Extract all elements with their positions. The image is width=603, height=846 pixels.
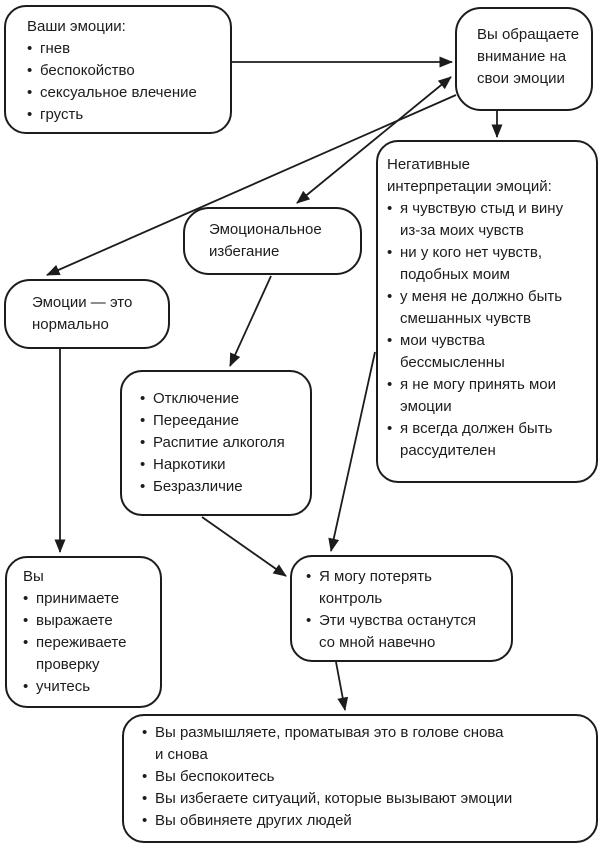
box-consequences-list: Вы размышляете, проматывая это в голове … xyxy=(142,722,588,832)
list-item: сексуальное влечение xyxy=(27,82,220,104)
list-item: Безразличие xyxy=(140,476,302,498)
list-item: Вы размышляете, проматывая это в голове … xyxy=(142,722,588,766)
list-item: принимаете xyxy=(23,588,152,610)
list-item: Вы беспокоитесь xyxy=(142,766,588,788)
list-item: Переедание xyxy=(140,410,302,432)
arrow-negative-to-loss xyxy=(328,351,376,552)
list-item: я не могу принять мои эмоции xyxy=(387,374,588,418)
box-avoidance-behaviors: ОтключениеПерееданиеРаспитие алкоголяНар… xyxy=(120,370,312,516)
list-item: переживаете проверку xyxy=(23,632,152,676)
box-attention-to-emotions: Вы обращаете внимание на свои эмоции xyxy=(455,7,593,111)
box-avoidance-behaviors-list: ОтключениеПерееданиеРаспитие алкоголяНар… xyxy=(140,388,302,498)
list-item: ни у кого нет чувств, подобных моим xyxy=(387,242,588,286)
box-attention-text: Вы обращаете внимание на свои эмоции xyxy=(477,26,580,87)
box-your-emotions-list: гневбеспокойствосексуальное влечениегрус… xyxy=(27,38,220,126)
list-item: выражаете xyxy=(23,610,152,632)
list-item: мои чувства бессмысленны xyxy=(387,330,588,374)
list-item: у меня не должно быть смешанных чувств xyxy=(387,286,588,330)
list-item: Отключение xyxy=(140,388,302,410)
list-item: беспокойство xyxy=(27,60,220,82)
list-item: Вы избегаете ситуаций, которые вызывают … xyxy=(142,788,588,810)
list-item: Я могу потерять контроль xyxy=(306,566,503,610)
box-emotions-are-normal-text: Эмоции — это нормально xyxy=(32,294,133,333)
box-emotions-are-normal: Эмоции — это нормально xyxy=(4,279,170,349)
list-item: я всегда должен быть рассудителен xyxy=(387,418,588,462)
box-consequences: Вы размышляете, проматывая это в голове … xyxy=(122,714,598,843)
list-item: Эти чувства останутся со мной навечно xyxy=(306,610,503,654)
list-item: учитесь xyxy=(23,676,152,698)
list-item: Распитие алкоголя xyxy=(140,432,302,454)
box-emotional-avoidance: Эмоциональное избегание xyxy=(183,207,362,275)
box-negative-interpretations: Негативные интерпретации эмоций: я чувст… xyxy=(376,140,598,483)
arrow-avoidance-to-behaviors xyxy=(229,275,272,367)
list-item: гнев xyxy=(27,38,220,60)
list-item: грусть xyxy=(27,104,220,126)
box-negative-list: я чувствую стыд и вину из-за моих чувств… xyxy=(387,198,588,462)
box-acceptance-list: принимаетевыражаетепереживаете проверкуу… xyxy=(23,588,152,698)
arrow-loss-to-consequences xyxy=(335,661,349,711)
arrow-attention-to-normal xyxy=(46,94,457,276)
arrow-attention-avoidance-bidirectional xyxy=(296,76,452,204)
box-acceptance: Вы принимаетевыражаетепереживаете провер… xyxy=(5,556,162,708)
list-item: я чувствую стыд и вину из-за моих чувств xyxy=(387,198,588,242)
box-acceptance-title: Вы xyxy=(23,568,44,585)
arrow-behaviors-to-loss xyxy=(201,516,287,577)
box-loss-of-control-list: Я могу потерять контрольЭти чувства оста… xyxy=(306,566,503,654)
box-emotional-avoidance-text: Эмоциональное избегание xyxy=(209,221,322,260)
box-your-emotions-title: Ваши эмоции: xyxy=(27,18,126,35)
list-item: Наркотики xyxy=(140,454,302,476)
box-your-emotions: Ваши эмоции: гневбеспокойствосексуальное… xyxy=(4,5,232,134)
box-loss-of-control: Я могу потерять контрольЭти чувства оста… xyxy=(290,555,513,662)
list-item: Вы обвиняете других людей xyxy=(142,810,588,832)
box-negative-title: Негативные интерпретации эмоций: xyxy=(387,156,552,195)
